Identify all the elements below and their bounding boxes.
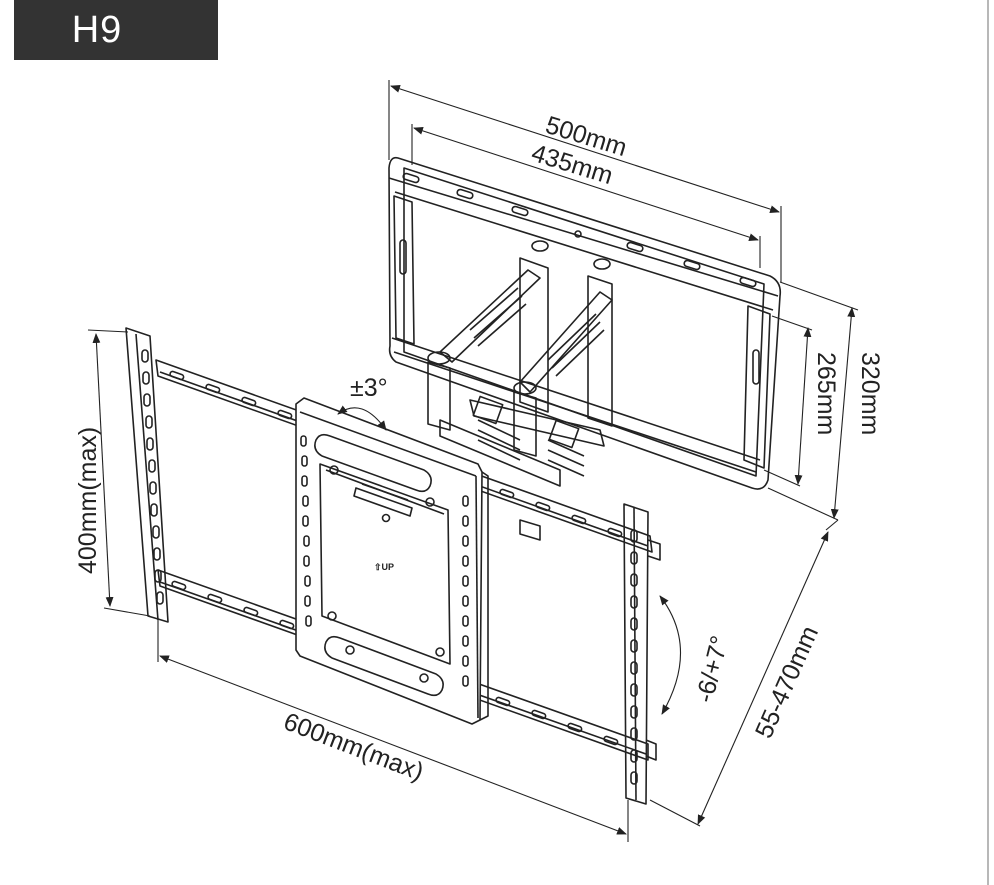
articulating-arms <box>427 240 613 541</box>
left-vertical-bracket <box>125 327 169 623</box>
dim-line-600 <box>159 655 627 835</box>
dim-line-320 <box>830 307 856 519</box>
dim-line-extension <box>697 531 829 825</box>
swivel-arc <box>337 405 387 431</box>
page-edge-rule <box>987 0 989 885</box>
model-badge: H9 <box>14 0 218 60</box>
label-tilt: -6/+7° <box>691 633 735 705</box>
central-tv-plate <box>295 397 489 725</box>
model-label: H9 <box>71 8 123 51</box>
label-400mm-max: 400mm(max) <box>74 427 102 574</box>
tilt-arc <box>659 595 682 715</box>
label-265mm: 265mm <box>812 352 840 435</box>
label-swivel: ±3° <box>350 374 388 402</box>
label-up-marker: ⇧UP <box>374 562 394 572</box>
label-320mm: 320mm <box>856 352 884 435</box>
dim-line-265 <box>794 327 812 485</box>
dim-line-400 <box>92 333 114 607</box>
dim-line-435 <box>413 126 759 242</box>
label-600mm-max: 600mm(max) <box>280 707 428 786</box>
